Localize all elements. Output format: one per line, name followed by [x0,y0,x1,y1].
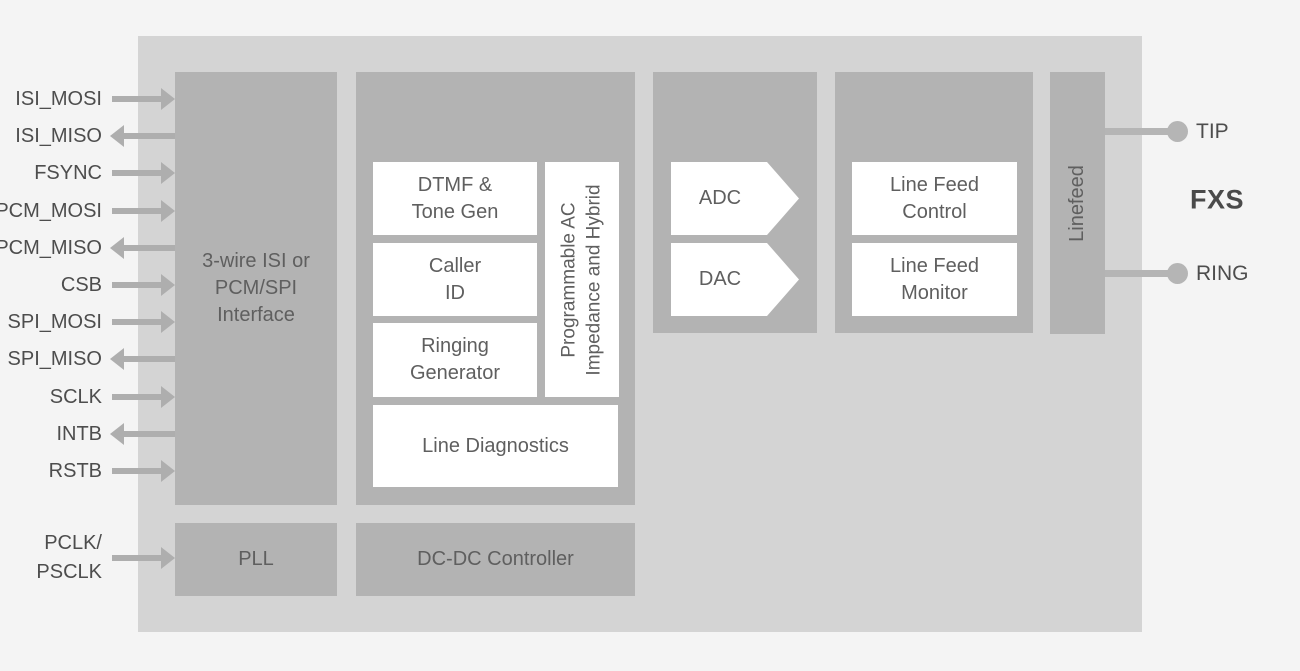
caller-line2: ID [445,281,465,304]
line-feed-control-label: Line Feed Control [890,172,979,226]
ring-terminal-circle [1167,263,1188,284]
dac-label: DAC [698,268,742,290]
lfc-line2: Control [902,200,967,223]
caller-id-label: Caller ID [429,253,481,307]
signal-label-isi-miso: ISI_MISO [0,125,110,148]
signal-text-line2: PSCLK [36,561,102,583]
dtmf-label: DTMF & Tone Gen [412,172,499,226]
ringing-label: Ringing Generator [410,333,500,387]
arrow-right-icon [110,87,175,111]
signal-text: ISI_MISO [15,124,102,147]
block-dcdc-controller: DC-DC Controller [356,523,635,596]
box-line-feed-monitor: Line Feed Monitor [852,243,1017,316]
block-linefeed: Linefeed [1050,72,1105,334]
arrow-right-icon [110,199,175,223]
signal-text: INTB [56,422,102,445]
signal-label-pcm-mosi: PCM_MOSI [0,200,110,223]
block-pll: PLL [175,523,337,596]
caller-line1: Caller [428,254,482,277]
ring-label: RING [1196,262,1249,285]
signal-text: FSYNC [34,161,102,184]
box-ringing-generator: Ringing Generator [373,323,537,397]
arrow-left-icon [110,236,175,260]
prog-ac-line2: Impedance and Hybrid [584,183,606,376]
box-caller-id: Caller ID [373,243,537,316]
dcdc-label: DC-DC Controller [417,548,574,570]
block-codec: CODEC ADC DAC [653,72,817,333]
signal-label-pclk-psclk: PCLK/ PSCLK [0,529,110,587]
signal-label-intb: INTB [0,423,110,446]
signal-row-pcm-mosi: PCM_MOSI [0,192,175,230]
interface-line3: Interface [217,304,295,326]
arrow-left-icon [110,124,175,148]
line-feed-monitor-label: Line Feed Monitor [890,253,979,307]
arrow-right-icon [110,161,175,185]
signal-label-fsync: FSYNC [0,162,110,185]
ringing-line2: Generator [409,362,501,384]
signal-label-csb: CSB [0,274,110,297]
block-slic: SLIC Line Feed Control Line Feed Monitor [835,72,1033,333]
dtmf-line2: Tone Gen [411,200,499,223]
arrow-left-icon [110,422,175,446]
signal-label-isi-mosi: ISI_MOSI [0,88,110,111]
arrow-right-icon [110,459,175,483]
lfm-line2: Monitor [901,281,968,304]
signal-row-fsync: FSYNC [0,154,175,192]
signal-row-sclk: SCLK [0,378,175,416]
dac-arrow-shape: DAC [671,243,799,316]
signal-text: PCM_MISO [0,236,102,259]
box-programmable-ac-impedance: Programmable AC Impedance and Hybrid [545,162,619,397]
prog-ac-line1: Programmable AC [559,201,581,358]
lfc-line1: Line Feed [890,173,979,196]
prog-ac-label: Programmable AC Impedance and Hybrid [557,184,607,375]
block-interface: 3-wire ISI or PCM/SPI Interface [175,72,337,505]
signal-row-csb: CSB [0,266,175,304]
signal-text: PCM_MOSI [0,199,102,222]
pll-label: PLL [238,548,274,570]
signal-row-pclk-psclk: PCLK/ PSCLK [0,532,175,583]
signal-label-spi-miso: SPI_MISO [0,348,110,371]
box-dtmf-tone-gen: DTMF & Tone Gen [373,162,537,235]
tip-label: TIP [1196,120,1229,143]
signal-row-isi-mosi: ISI_MOSI [0,80,175,118]
signal-text: CSB [60,273,102,296]
signal-row-isi-miso: ISI_MISO [0,117,175,155]
arrow-right-icon [110,310,175,334]
signal-text: SPI_MISO [7,347,102,370]
signal-text: SPI_MOSI [7,310,102,333]
ringing-line1: Ringing [421,335,489,357]
signal-label-rstb: RSTB [0,460,110,483]
block-dsp: DSP DTMF & Tone Gen Caller ID Ringing Ge… [356,72,635,505]
line-diagnostics-label: Line Diagnostics [422,434,569,457]
signal-row-rstb: RSTB [0,452,175,490]
tip-line [1105,128,1172,135]
arrow-right-icon [110,385,175,409]
signal-label-pcm-miso: PCM_MISO [0,237,110,260]
linefeed-label: Linefeed [1066,164,1088,242]
signal-text: ISI_MOSI [15,87,102,110]
signal-text: SCLK [49,385,102,408]
signal-label-spi-mosi: SPI_MOSI [0,311,110,334]
signal-text-line1: PCLK/ [44,532,102,554]
signal-row-spi-miso: SPI_MISO [0,340,175,378]
ring-line [1105,270,1172,277]
fxs-label: FXS [1190,184,1245,215]
interface-line2: PCM/SPI [214,277,298,299]
dtmf-line1: DTMF & [417,173,493,196]
lfm-line1: Line Feed [890,254,979,277]
signal-row-intb: INTB [0,415,175,453]
tip-terminal-circle [1167,121,1188,142]
arrow-right-icon [110,546,175,570]
interface-label: 3-wire ISI or PCM/SPI Interface [202,248,310,329]
adc-label: ADC [698,187,742,209]
box-line-diagnostics: Line Diagnostics [373,405,618,487]
signal-text: RSTB [48,459,102,482]
arrow-left-icon [110,347,175,371]
interface-line1: 3-wire ISI or [202,250,310,272]
box-line-feed-control: Line Feed Control [852,162,1017,235]
signal-label-sclk: SCLK [0,386,110,409]
signal-row-pcm-miso: PCM_MISO [0,229,175,267]
arrow-right-icon [110,273,175,297]
signal-row-spi-mosi: SPI_MOSI [0,303,175,341]
